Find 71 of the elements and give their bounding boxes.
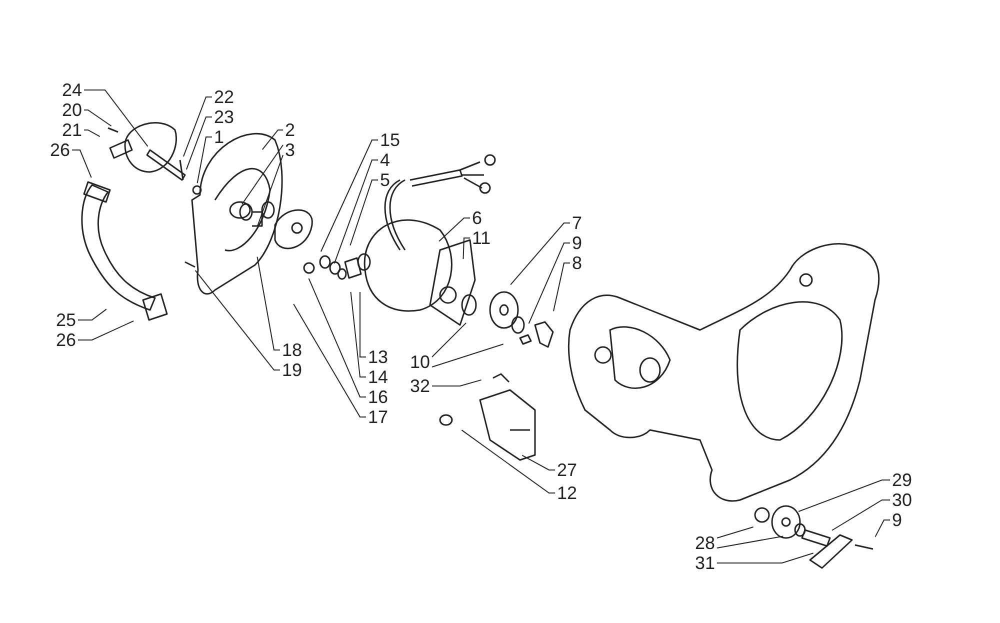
callout-number: 17 bbox=[368, 407, 388, 427]
leader-line bbox=[874, 520, 890, 538]
leader-line bbox=[438, 218, 470, 242]
leader-line bbox=[716, 536, 784, 548]
leader-line bbox=[350, 180, 378, 246]
callout-number: 9 bbox=[892, 510, 902, 530]
leader-line bbox=[262, 130, 284, 150]
callout-number: 19 bbox=[282, 360, 302, 380]
callout-number: 13 bbox=[368, 347, 388, 367]
leader-line bbox=[360, 292, 366, 358]
callout-number: 18 bbox=[282, 340, 302, 360]
callout-number: 5 bbox=[380, 170, 390, 190]
leader-line bbox=[308, 278, 366, 398]
leader-line bbox=[293, 304, 366, 418]
leader-line bbox=[320, 140, 378, 252]
leader-line bbox=[528, 242, 570, 324]
leader-line bbox=[461, 430, 556, 494]
callout-number: 30 bbox=[892, 490, 912, 510]
callout-number: 23 bbox=[214, 107, 234, 127]
callout-number: 21 bbox=[62, 120, 82, 140]
leader-line bbox=[78, 320, 134, 340]
leader-line bbox=[84, 110, 112, 127]
callout-number: 28 bbox=[695, 533, 716, 553]
leader-line bbox=[194, 270, 280, 370]
callout-number: 4 bbox=[380, 150, 390, 170]
callout-number: 29 bbox=[892, 470, 912, 490]
leader-line bbox=[798, 480, 890, 512]
callout-number: 20 bbox=[62, 100, 82, 120]
leader-line bbox=[350, 291, 366, 378]
callout-number: 26 bbox=[56, 330, 76, 350]
leader-line bbox=[510, 222, 570, 286]
callout-number: 2 bbox=[285, 120, 296, 140]
leader-line bbox=[84, 90, 148, 147]
leader-line bbox=[716, 552, 814, 564]
leader-line bbox=[432, 379, 482, 386]
callout-number: 1 bbox=[214, 127, 224, 147]
leader-line bbox=[256, 154, 284, 227]
callout-number: 24 bbox=[62, 80, 82, 100]
callout-number: 31 bbox=[695, 553, 716, 573]
leader-line bbox=[78, 308, 107, 320]
leader-line bbox=[241, 144, 284, 205]
callout-number: 26 bbox=[50, 140, 70, 160]
leader-line bbox=[182, 96, 212, 157]
callout-number: 16 bbox=[368, 387, 388, 407]
callout-number: 6 bbox=[472, 208, 482, 228]
leader-line bbox=[72, 150, 92, 178]
leader-line bbox=[186, 116, 212, 170]
callout-number: 22 bbox=[214, 87, 234, 107]
leader-line bbox=[432, 322, 467, 358]
callout-number: 12 bbox=[557, 483, 578, 503]
leader-line bbox=[831, 500, 890, 531]
leader-line bbox=[716, 526, 754, 538]
leader-line bbox=[196, 136, 212, 184]
callout-number: 3 bbox=[285, 140, 296, 160]
callout-number: 27 bbox=[557, 460, 578, 480]
callout-number: 7 bbox=[572, 213, 582, 233]
leader-line bbox=[553, 262, 570, 312]
callout-number: 8 bbox=[572, 253, 582, 273]
leader-line bbox=[334, 160, 378, 264]
callout-number: 11 bbox=[472, 228, 491, 248]
leader-line bbox=[522, 454, 556, 470]
callout-number: 25 bbox=[56, 310, 76, 330]
leader-line bbox=[256, 256, 280, 350]
leader-line bbox=[432, 344, 504, 368]
callout-number: 15 bbox=[380, 130, 400, 150]
callout-number: 10 bbox=[410, 352, 430, 372]
leader-line bbox=[84, 130, 100, 138]
callout-number: 14 bbox=[368, 367, 388, 387]
leader-line bbox=[462, 238, 470, 260]
callout-number: 32 bbox=[410, 376, 430, 396]
callout-number: 9 bbox=[572, 233, 582, 253]
